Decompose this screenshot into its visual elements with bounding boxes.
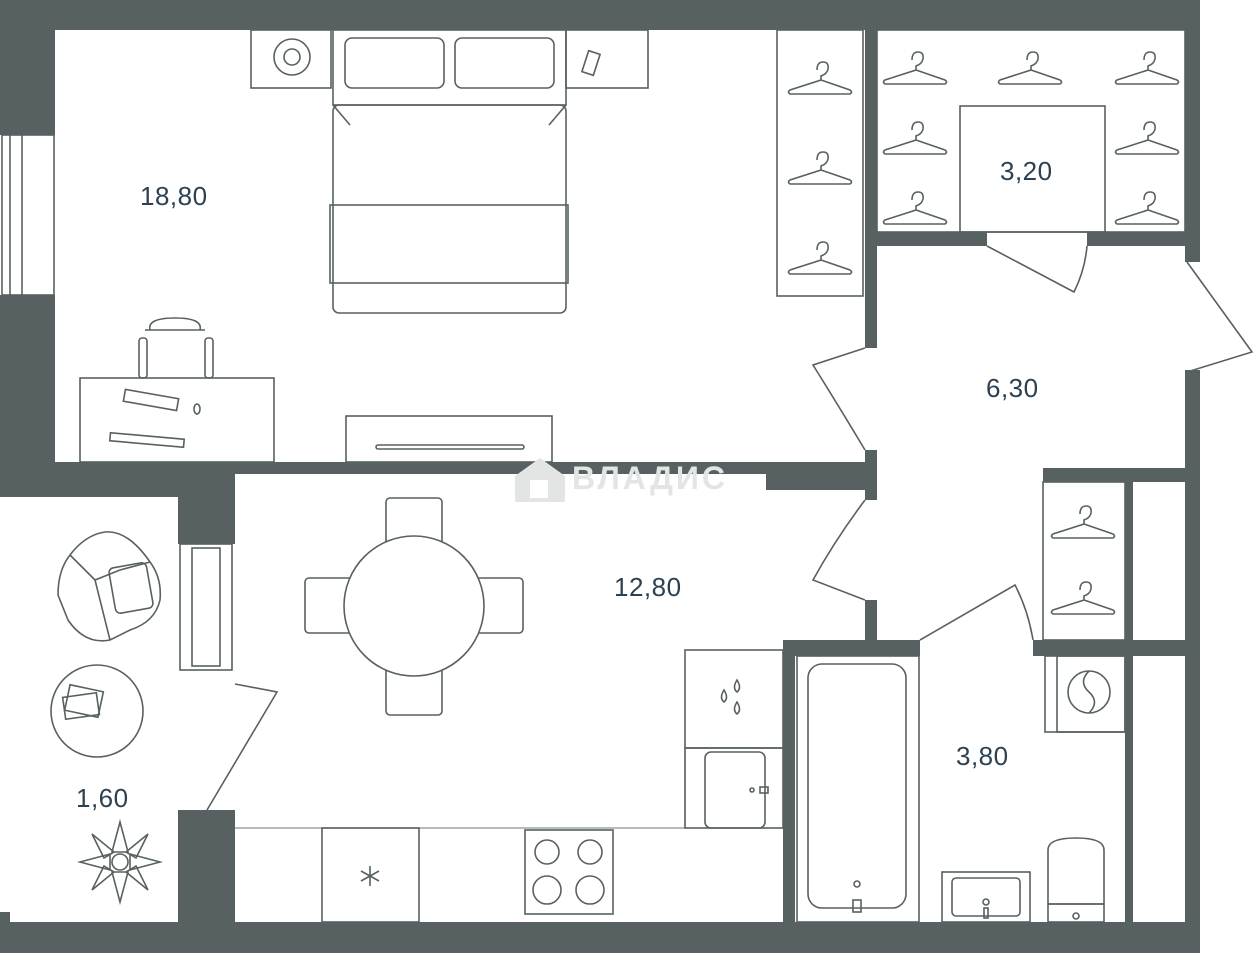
balcony-furniture bbox=[50, 531, 233, 906]
area-label-closet: 3,20 bbox=[1000, 156, 1053, 186]
bedroom-furniture bbox=[79, 29, 649, 463]
hall-wardrobe bbox=[1042, 481, 1126, 641]
area-label-bathroom: 3,80 bbox=[956, 741, 1009, 771]
walls bbox=[0, 0, 1200, 953]
closet bbox=[876, 29, 1186, 233]
window bbox=[1, 134, 55, 296]
kitchen-furniture bbox=[235, 497, 784, 923]
watermark-text: ВЛАДИС bbox=[572, 460, 728, 496]
bedroom-wardrobe bbox=[776, 29, 864, 297]
area-label-bedroom: 18,80 bbox=[140, 181, 208, 211]
area-label-hall: 6,30 bbox=[986, 373, 1039, 403]
area-label-balcony: 1,60 bbox=[76, 783, 129, 813]
bathroom-fixtures bbox=[796, 655, 1126, 923]
vladis-logo-icon bbox=[515, 458, 565, 502]
hangers bbox=[787, 51, 1180, 615]
area-label-kitchen-living: 12,80 bbox=[614, 572, 682, 602]
plant-icon bbox=[76, 818, 164, 906]
doors bbox=[206, 245, 1254, 811]
